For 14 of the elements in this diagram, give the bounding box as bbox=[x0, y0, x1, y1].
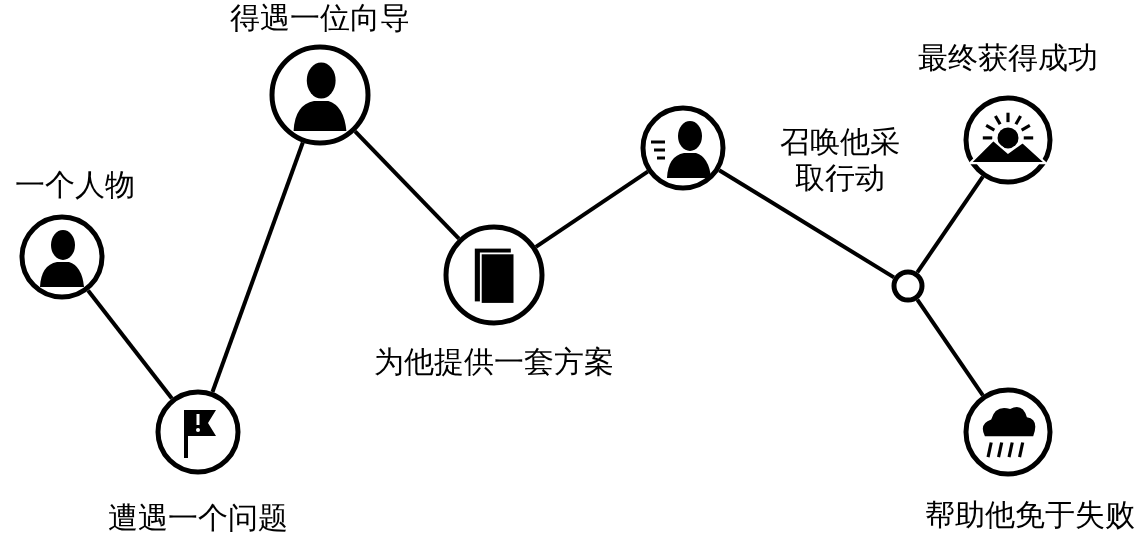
connector-line bbox=[915, 298, 985, 397]
node-label: 帮助他免于失败 bbox=[924, 497, 1136, 533]
connector-line bbox=[353, 129, 461, 241]
node-label: 得遇一位向导 bbox=[229, 0, 411, 36]
connector-line bbox=[210, 141, 305, 393]
connector-line bbox=[915, 175, 985, 274]
node-label: 一个人物 bbox=[14, 167, 136, 203]
node-label: 最终获得成功 bbox=[917, 40, 1099, 76]
node-label: 召唤他采取行动 bbox=[779, 124, 901, 196]
node-label: 遭遇一个问题 bbox=[107, 500, 289, 536]
connector-line bbox=[86, 289, 174, 400]
connector-line bbox=[718, 168, 895, 280]
node-label: 为他提供一套方案 bbox=[373, 344, 615, 380]
connector-line bbox=[534, 170, 649, 249]
